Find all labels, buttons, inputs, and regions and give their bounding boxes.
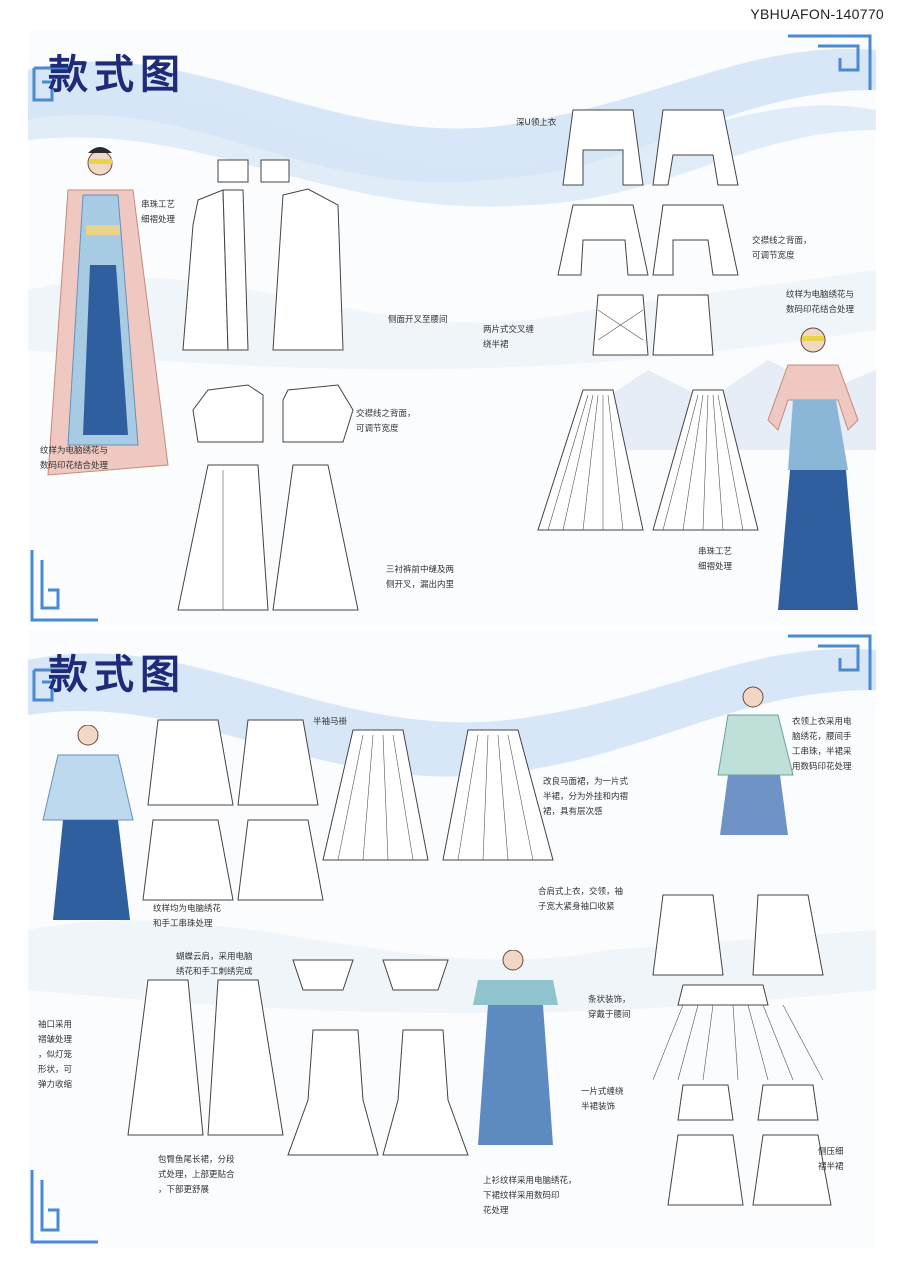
corner-frame-top-right [788,34,872,90]
product-code: YBHUAFON-140770 [750,6,884,22]
crop-top-sketch [192,384,354,443]
cape-and-fishtail-sketch [287,959,469,1156]
note-cross-strap-2: 交襟线之背面， 可调节宽度 [752,236,812,261]
mamian-skirt-sketch [322,729,554,861]
model-figure-right [767,327,859,610]
note-left-embroidery: 纹样为电脑绣花与 数码印花结合处理 [40,446,109,471]
style-board-1: 款式图 [28,30,876,626]
u-neck-tops-sketch [557,109,739,276]
model-figure-b [717,686,794,835]
model-figure-a [42,725,134,920]
corner-frames [30,634,872,1244]
long-asymmetric-coat-sketch [127,979,284,1136]
wrap-and-pleated-skirt-sketch [667,1084,832,1206]
note-leg-sleeve: 合肩式上衣，交领，袖 子宽大紧身袖口收紧 [538,887,624,912]
note-half-sleeve: 半袖马褂 [313,717,348,727]
style-board-2: 款式图 [28,630,876,1248]
model-figure-left [47,147,169,476]
note-right-embroidery: 纹样为电脑绣花与 数码印花结合处理 [786,290,855,315]
model-figure-c [473,950,558,1145]
note-beading: 串珠工艺 细褶处理 [141,200,176,225]
note-cuff: 袖口采用 褶皱处理 ，似灯笼 形状，可 弹力收缩 [38,1020,73,1090]
long-coat-sketch [182,159,344,351]
pleated-skirt-sketch [537,389,759,531]
strip-skirt-sketch [652,894,824,1081]
note-beading-2: 串珠工艺 细褶处理 [698,547,733,572]
corner-frame-bottom-left [30,550,98,622]
note-cape: 蝴蝶云肩，采用电脑 绣花和手工刺绣完成 [176,952,253,977]
note-two-piece-skirt: 两片式交叉缠 绕半裙 [483,325,535,350]
half-sleeve-jacket-sketch [142,719,324,901]
note-collar-top: 衣领上衣采用电 脑绣花，腰间手 工串珠，半裙采 用数码印花处理 [792,717,852,772]
board-title: 款式图 [48,651,186,698]
note-mamian: 改良马面裙，为一片式 半裙，分为外挂和内褶 裙，具有层次感 [543,777,629,817]
wrap-skirt-sketch [592,294,714,356]
note-cross-strap-1: 交襟线之背面， 可调节宽度 [356,409,416,434]
note-deep-u: 深U领上衣 [516,118,557,128]
note-strips: 条状装饰， 穿戴于腰间 [588,995,631,1020]
corner-frame-top-left [32,66,68,102]
note-fishtail: 包臀鱼尾长裙，分段 式处理，上部更贴合 ，下部更舒展 [158,1155,235,1195]
note-side-slit: 侧面开叉至腰间 [388,315,448,325]
wide-pants-sketch [177,464,359,611]
note-pants-slit: 三衬裤前中缝及两 侧开叉，漏出内里 [386,565,455,590]
note-front-embroidery: 上衫纹样采用电脑绣花， 下裙纹样采用数码印 花处理 [483,1176,577,1216]
note-side-pleat: 侧压细 褶半裙 [818,1147,844,1172]
board-title: 款式图 [48,51,186,98]
note-wrap-skirt: 一片式缠绕 半裙装饰 [581,1087,624,1112]
note-hand-beading: 纹样均为电脑绣花 和手工串珠处理 [153,904,222,929]
